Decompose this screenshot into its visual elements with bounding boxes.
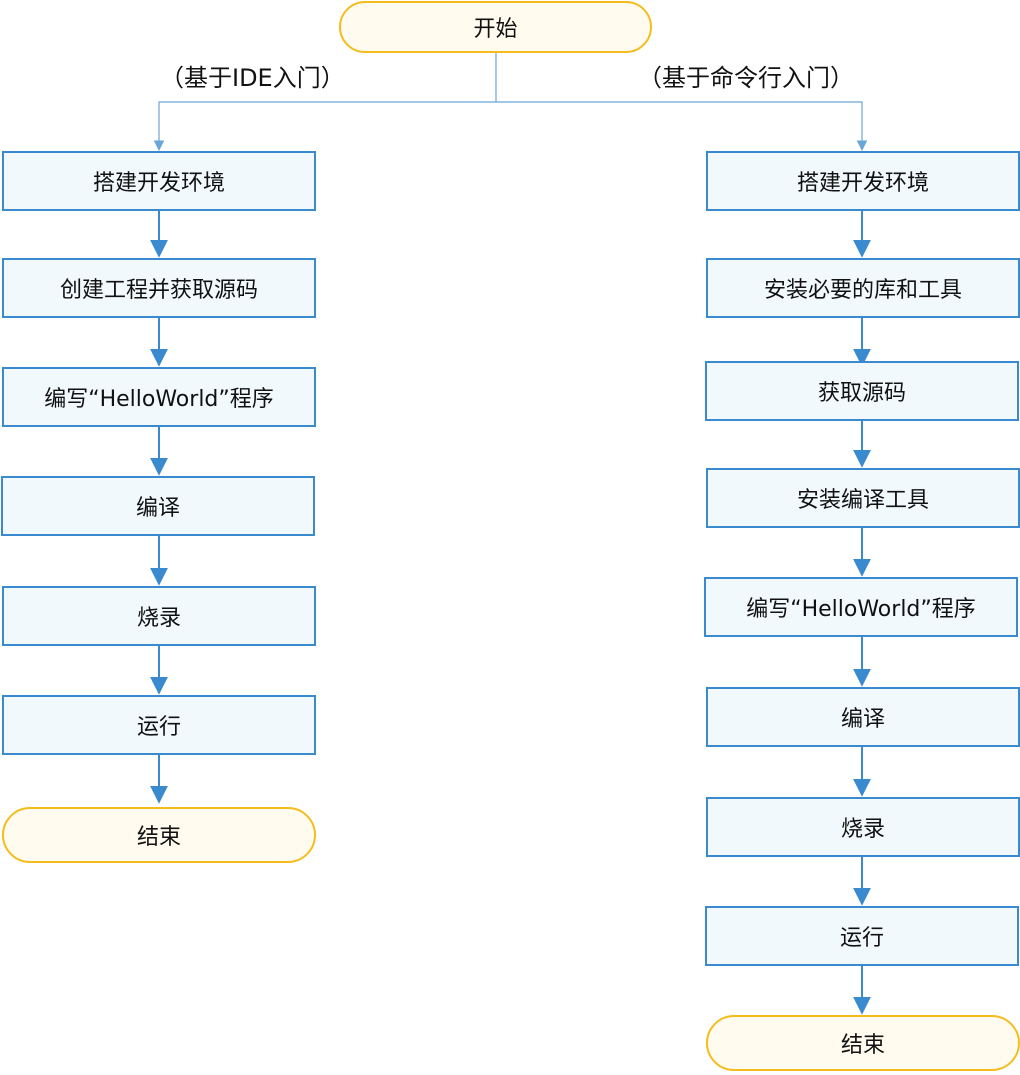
left-end-node: 结束 (2, 807, 316, 863)
split-connector (153, 53, 497, 152)
branch-label-ide: （基于IDE入门） (160, 64, 345, 92)
left-step-flash: 烧录 (2, 586, 316, 646)
left-step-create-project: 创建工程并获取源码 (2, 258, 316, 318)
left-step-run: 运行 (2, 695, 316, 755)
right-step-run: 运行 (705, 906, 1019, 966)
start-node: 开始 (339, 1, 652, 53)
left-step-setup-env: 搭建开发环境 (2, 151, 316, 211)
right-step-write-helloworld: 编写“HelloWorld”程序 (704, 577, 1018, 637)
right-step-setup-env: 搭建开发环境 (706, 151, 1020, 211)
right-end-node: 结束 (706, 1015, 1020, 1071)
right-step-install-libs-tools: 安装必要的库和工具 (706, 258, 1020, 318)
right-step-flash: 烧录 (706, 797, 1020, 857)
left-step-write-helloworld: 编写“HelloWorld”程序 (2, 367, 316, 427)
right-step-get-source: 获取源码 (705, 361, 1019, 421)
split-connector-right (496, 101, 868, 152)
left-step-compile: 编译 (1, 476, 315, 536)
right-step-compile: 编译 (706, 687, 1020, 747)
branch-label-cli: （基于命令行入门） (638, 64, 854, 92)
right-step-install-compiler: 安装编译工具 (706, 468, 1020, 528)
